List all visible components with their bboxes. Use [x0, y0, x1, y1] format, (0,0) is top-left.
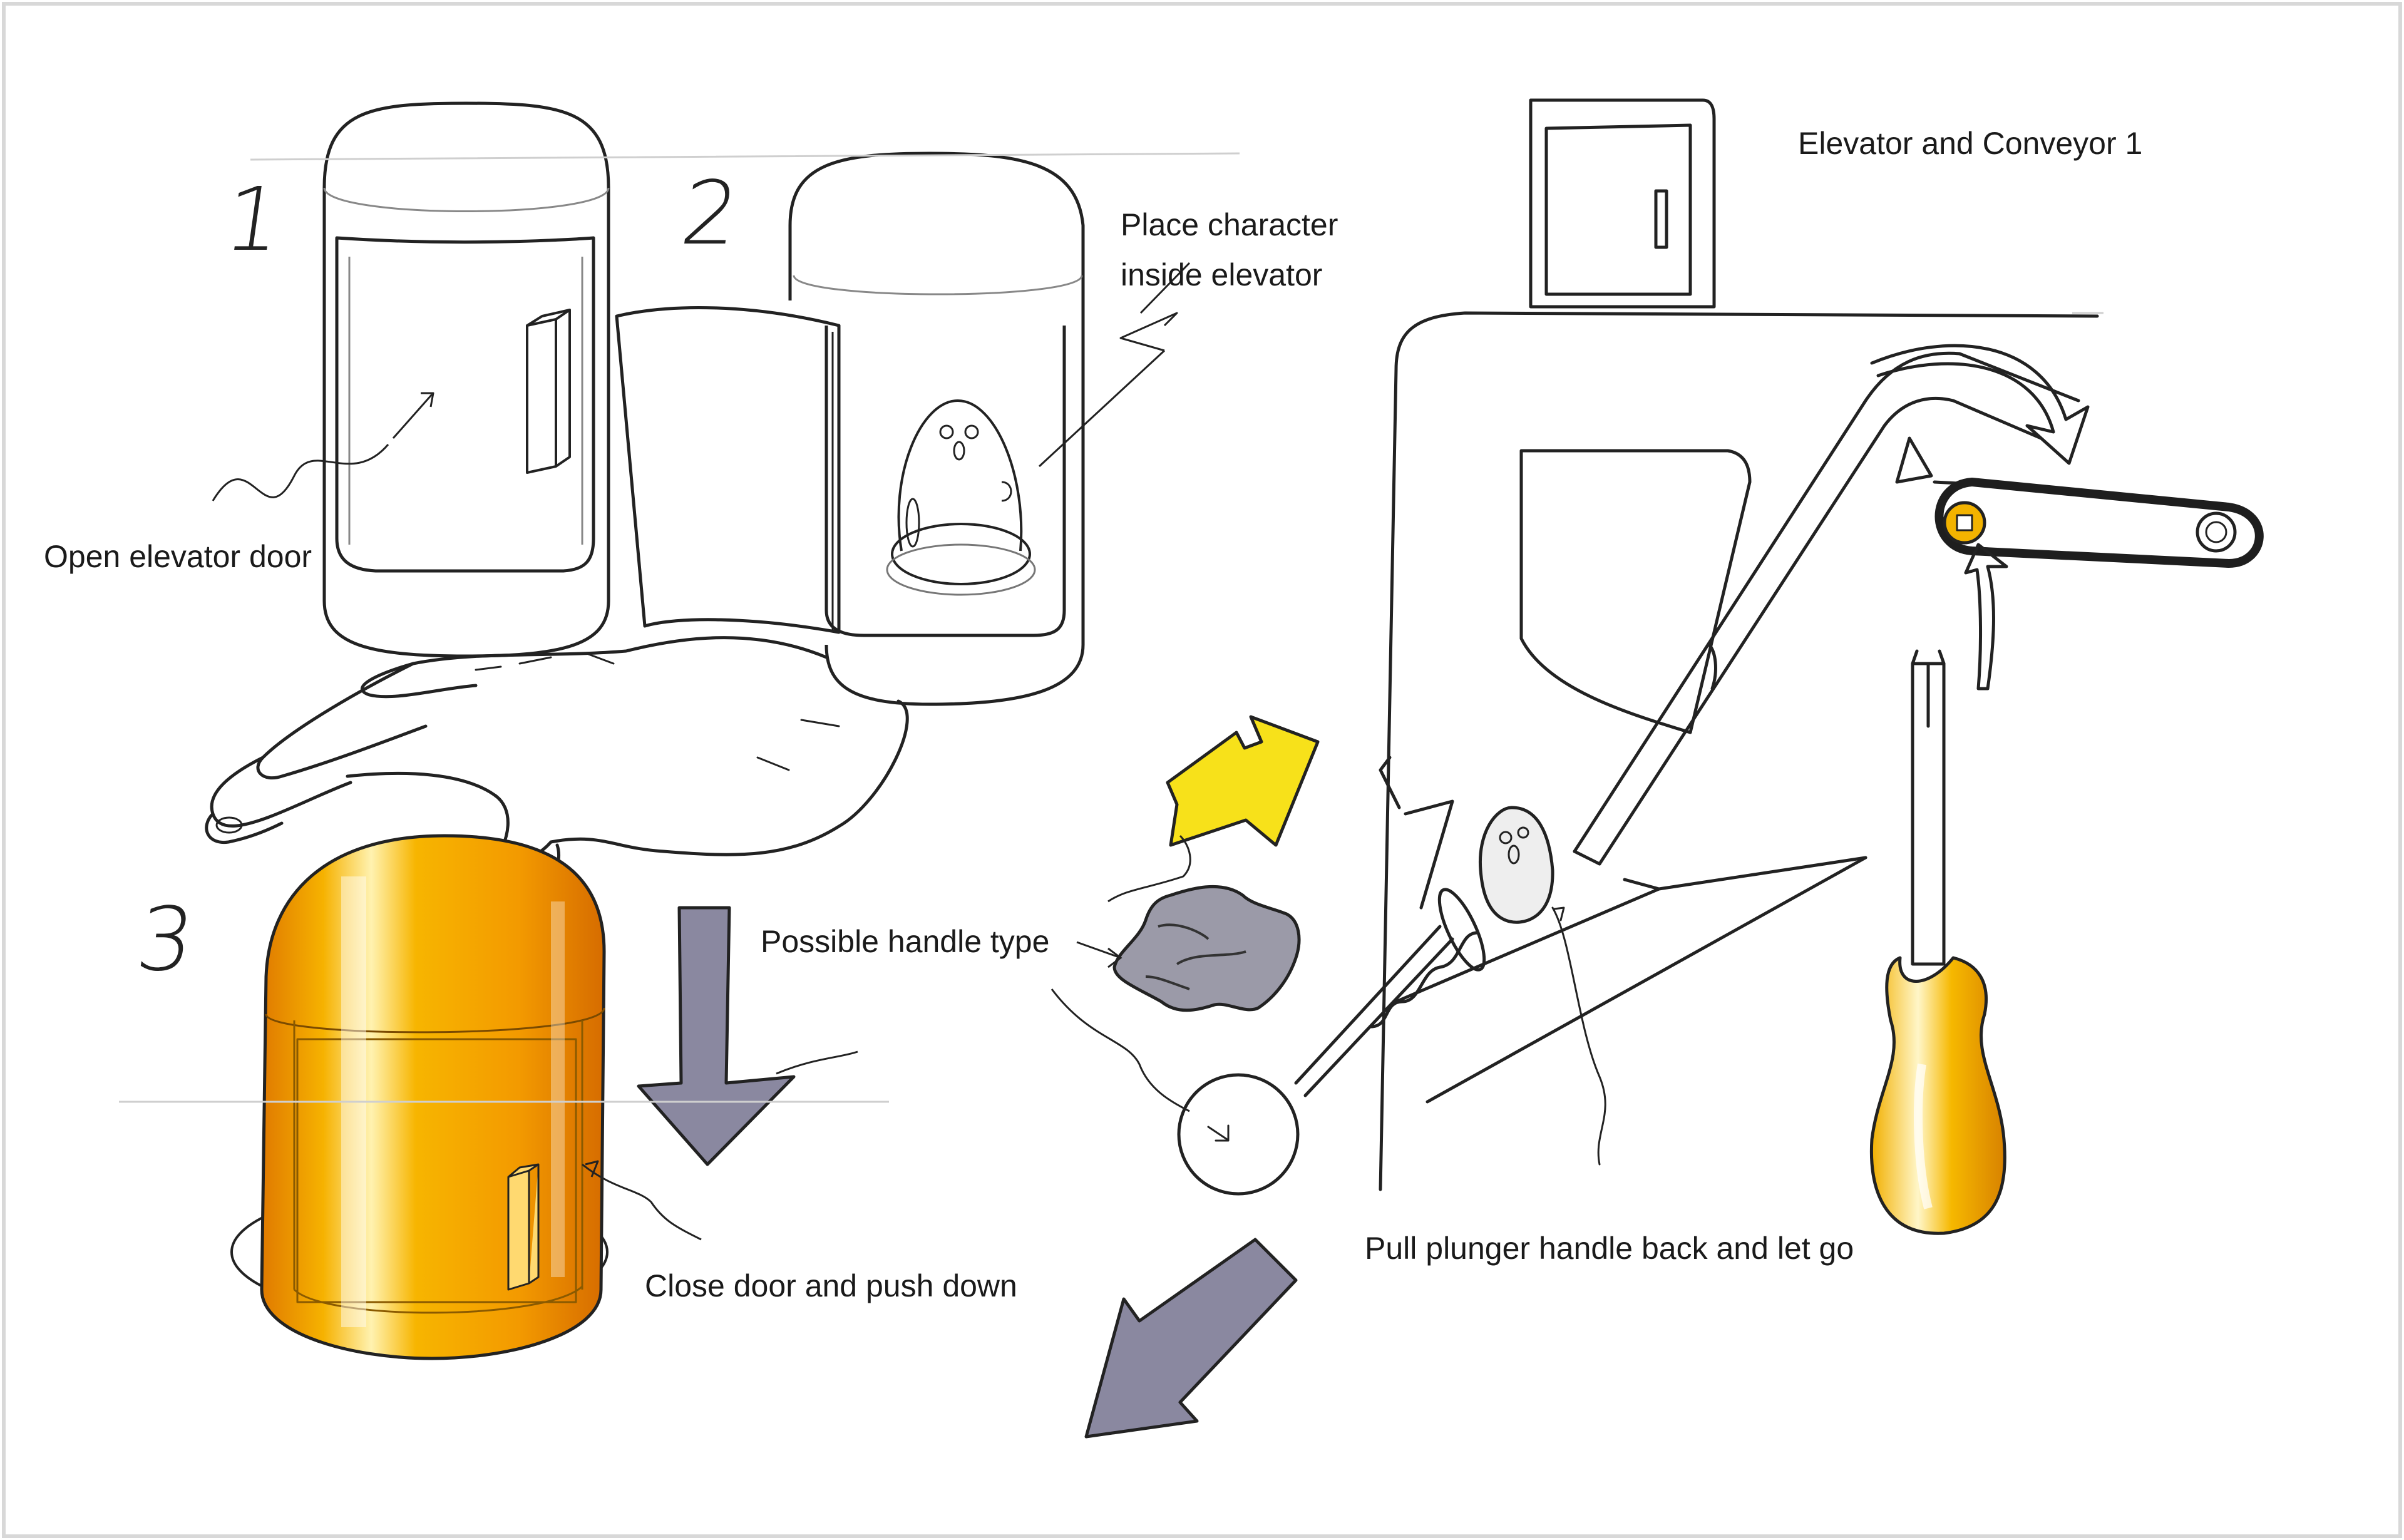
- label-handle-type: Possible handle type: [761, 924, 1050, 959]
- machine-sketch: [1177, 98, 2264, 1196]
- elevator-sketch-1: [212, 101, 610, 658]
- label-place-character-1: Place character: [1121, 207, 1338, 242]
- elevator-sketch-3: [230, 834, 702, 1360]
- yellow-arrow: [1166, 715, 1320, 847]
- elevator-sketch-2: [615, 151, 1191, 706]
- push-down-arrow: [637, 906, 796, 1166]
- label-close-door: Close door and push down: [645, 1268, 1017, 1303]
- screwdriver-handle: [1869, 956, 2006, 1235]
- label-place-character-2: inside elevator: [1121, 257, 1323, 292]
- label-pull-plunger: Pull plunger handle back and let go: [1365, 1231, 1854, 1266]
- diagonal-down-arrow: [1084, 1238, 1298, 1439]
- label-open-door: Open elevator door: [44, 539, 312, 574]
- rock-handle-sketch: [1112, 885, 1301, 1012]
- diagram-title: Elevator and Conveyor 1: [1798, 126, 2143, 161]
